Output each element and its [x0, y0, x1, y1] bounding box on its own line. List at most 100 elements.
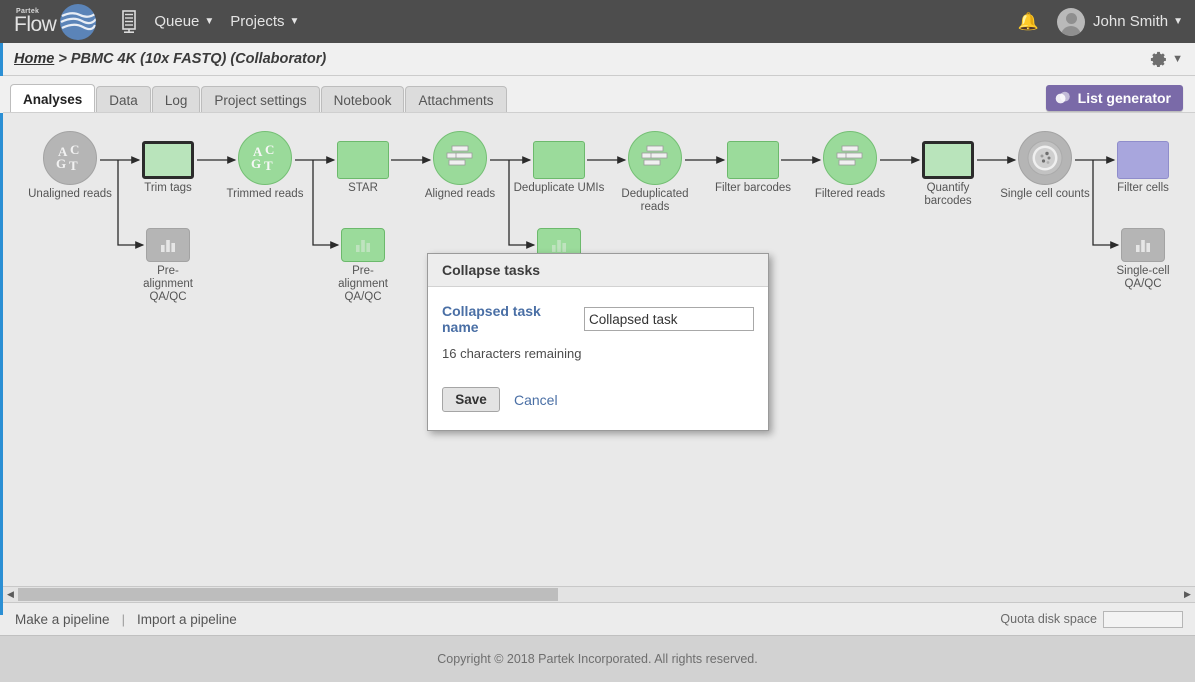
cancel-link[interactable]: Cancel	[514, 391, 558, 408]
node-label: Trimmed reads	[226, 188, 304, 200]
tab-attachments[interactable]: Attachments	[405, 86, 507, 113]
horizontal-scrollbar[interactable]: ◀ ▶	[3, 586, 1195, 603]
breadcrumb-current: PBMC 4K (10x FASTQ) (Collaborator)	[70, 51, 327, 67]
node-label: Pre-alignment QA/QC	[338, 265, 388, 303]
list-generator-button[interactable]: List generator	[1045, 85, 1183, 111]
tab-data[interactable]: Data	[96, 86, 151, 113]
quota-disk-space: Quota disk space	[1000, 610, 1183, 628]
chevron-down-icon: ▼	[289, 16, 300, 27]
bottombar-separator: |	[121, 611, 125, 627]
notification-bell-icon[interactable]: 🔔	[1017, 11, 1040, 31]
svg-text:T: T	[264, 158, 273, 173]
node-label: Filter barcodes	[714, 182, 792, 194]
node-icon-bar-chart	[146, 228, 190, 262]
tab-log[interactable]: Log	[151, 86, 201, 113]
node-star[interactable]: STAR	[337, 141, 389, 194]
tab-attachments-label: Attachments	[418, 92, 494, 108]
node-label: Filtered reads	[814, 188, 886, 200]
scrollbar-track[interactable]	[558, 588, 1180, 601]
copyright-text: Copyright © 2018 Partek Incorporated. Al…	[437, 652, 758, 666]
node-single-cell-counts[interactable]: Single cell counts	[1000, 131, 1090, 200]
gear-icon	[1151, 51, 1167, 67]
tab-project-settings-label: Project settings	[214, 92, 307, 108]
server-rack-icon[interactable]	[120, 9, 138, 34]
page-footer: Copyright © 2018 Partek Incorporated. Al…	[0, 635, 1195, 682]
single-cell-counts-icon	[1027, 140, 1063, 176]
tab-analyses[interactable]: Analyses	[10, 84, 96, 113]
stacked-reads-icon	[836, 145, 863, 166]
svg-text:T: T	[69, 158, 78, 173]
triangle-left-icon[interactable]: ◀	[7, 589, 14, 599]
breadcrumb-separator: >	[54, 51, 71, 67]
tab-analyses-label: Analyses	[23, 91, 83, 107]
node-label: Single-cell QA/QC	[1116, 265, 1170, 290]
collapsed-task-name-label: Collapsed task name	[442, 303, 541, 335]
stacked-reads-icon	[641, 145, 668, 166]
quota-disk-space-label: Quota disk space	[1000, 612, 1097, 626]
import-a-pipeline-link[interactable]: Import a pipeline	[136, 611, 237, 627]
chevron-down-icon: ▼	[1172, 53, 1183, 65]
breadcrumb-home-link[interactable]: Home	[14, 51, 55, 67]
tab-notebook[interactable]: Notebook	[320, 86, 405, 113]
collapsed-task-name-input[interactable]	[584, 307, 754, 331]
make-a-pipeline-link[interactable]: Make a pipeline	[15, 611, 110, 627]
bar-chart-icon	[356, 240, 370, 252]
characters-remaining-text: 16 characters remaining	[442, 346, 582, 361]
dialog-title: Collapse tasks	[428, 254, 768, 287]
node-filter-barcodes[interactable]: Filter barcodes	[715, 141, 791, 194]
pipeline-edges	[100, 156, 1120, 249]
svg-text:G: G	[251, 156, 261, 171]
top-navigation-bar: Partek Flow Queue ▼ Projects ▼ �	[0, 0, 1195, 43]
nav-item-projects[interactable]: Projects ▼	[230, 13, 299, 30]
scrollbar-thumb[interactable]	[18, 588, 558, 601]
svg-text:A: A	[253, 144, 263, 159]
node-single-cell-qa[interactable]: Single-cell QA/QC	[1116, 228, 1170, 290]
node-filtered-reads[interactable]: Filtered reads	[815, 131, 885, 200]
user-avatar-icon[interactable]	[1057, 7, 1086, 36]
dialog-actions: Save Cancel	[442, 387, 754, 412]
node-deduplicate-umis[interactable]: Deduplicate UMIs	[514, 141, 604, 194]
node-label: Deduplicate UMIs	[513, 182, 605, 194]
settings-menu[interactable]: ▼	[1149, 50, 1183, 69]
node-label: Pre-alignment QA/QC	[143, 265, 193, 303]
tab-notebook-label: Notebook	[333, 92, 392, 108]
node-shape	[337, 141, 389, 179]
node-label: Trim tags	[144, 182, 192, 194]
node-deduplicated-reads[interactable]: Deduplicated reads	[621, 131, 689, 213]
node-icon-stacked-reads	[823, 131, 877, 185]
logo-brand-text: Partek	[16, 8, 40, 15]
user-menu[interactable]: John Smith ▼	[1093, 13, 1183, 30]
bar-chart-icon	[1136, 240, 1150, 252]
node-pre-alignment-qa-2[interactable]: Pre-alignment QA/QC	[338, 228, 388, 303]
triangle-right-icon[interactable]: ▶	[1184, 589, 1191, 599]
node-shape	[533, 141, 585, 179]
breadcrumb: Home > PBMC 4K (10x FASTQ) (Collaborator…	[14, 51, 326, 67]
node-label: Single cell counts	[1000, 188, 1090, 200]
svg-text:C: C	[265, 143, 274, 157]
chevron-down-icon: ▼	[1173, 16, 1183, 27]
save-button[interactable]: Save	[442, 387, 500, 412]
node-icon-stacked-reads	[433, 131, 487, 185]
node-filter-cells[interactable]: Filter cells	[1117, 141, 1169, 194]
node-shape	[727, 141, 779, 179]
node-shape	[922, 141, 974, 179]
node-quantify-barcodes[interactable]: Quantify barcodes	[922, 141, 974, 207]
logo-name-text: Flow	[14, 13, 57, 36]
node-aligned-reads[interactable]: Aligned reads	[425, 131, 495, 200]
node-pre-alignment-qa-1[interactable]: Pre-alignment QA/QC	[143, 228, 193, 303]
username-label: John Smith	[1093, 13, 1169, 30]
node-label: Deduplicated reads	[621, 188, 689, 213]
node-label: Filter cells	[1117, 182, 1169, 194]
app-logo[interactable]: Partek Flow	[14, 3, 97, 40]
node-trim-tags[interactable]: Trim tags	[142, 141, 194, 194]
logo-wave-circle-icon	[60, 3, 97, 40]
nav-item-queue[interactable]: Queue ▼	[154, 13, 214, 30]
quota-disk-space-bar	[1103, 610, 1183, 628]
bottom-action-bar: Make a pipeline | Import a pipeline Quot…	[3, 603, 1195, 635]
tab-project-settings[interactable]: Project settings	[201, 86, 320, 113]
